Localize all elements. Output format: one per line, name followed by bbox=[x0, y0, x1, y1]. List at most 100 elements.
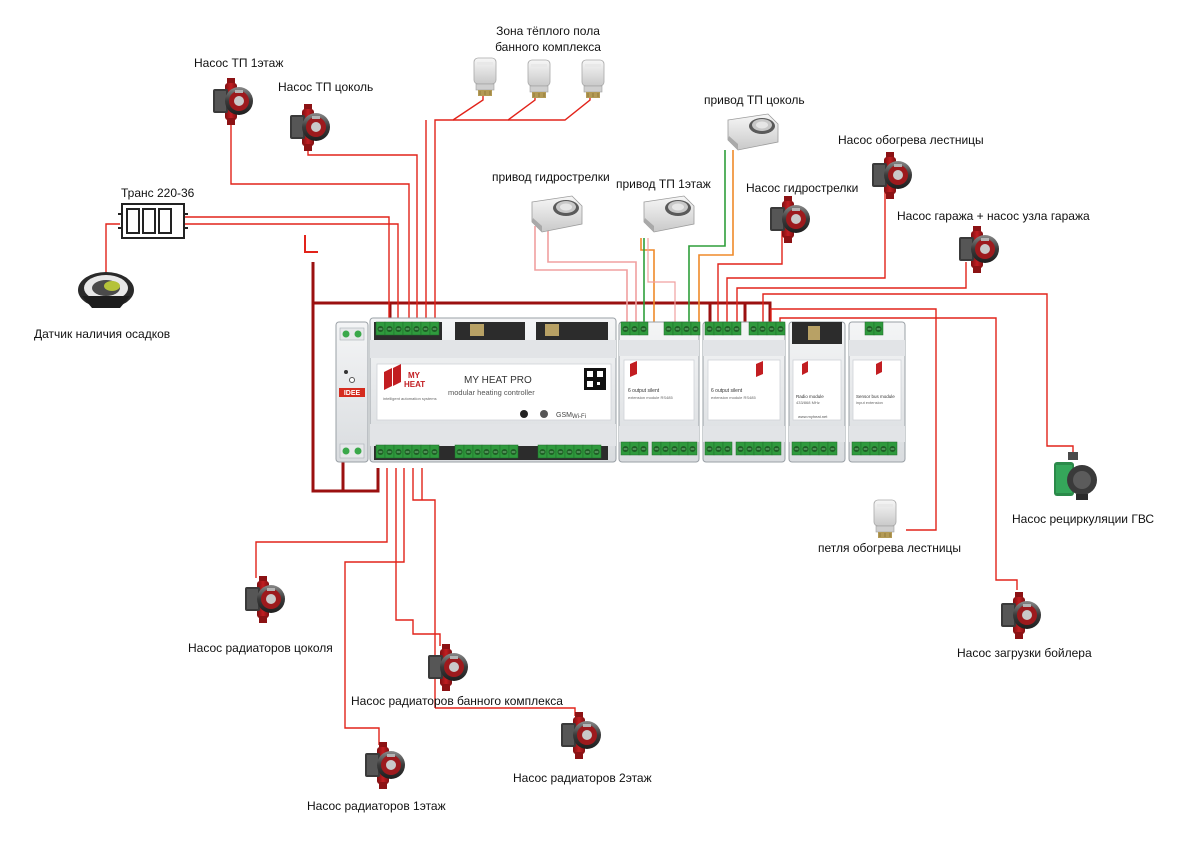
brand-tagline: intelligent automation systems bbox=[383, 396, 437, 401]
terminal-screw[interactable] bbox=[735, 441, 746, 456]
terminal-screw[interactable] bbox=[860, 441, 871, 456]
terminal-screw[interactable] bbox=[775, 321, 786, 336]
controller-assembly: IDEE MY bbox=[335, 317, 906, 463]
relay-module-1 bbox=[618, 321, 700, 463]
label-pump-rad-1floor: Насос радиаторов 1этаж bbox=[307, 799, 446, 813]
terminal-screw[interactable] bbox=[766, 321, 777, 336]
terminal-screw[interactable] bbox=[651, 441, 662, 456]
rain-sensor-icon bbox=[78, 272, 134, 308]
pump-rad-bath-icon bbox=[428, 644, 468, 691]
terminal-screw[interactable] bbox=[555, 444, 566, 459]
terminal-screw[interactable] bbox=[731, 321, 742, 336]
terminal-screw[interactable] bbox=[620, 441, 631, 456]
terminal-screw[interactable] bbox=[722, 441, 733, 456]
terminal-screw[interactable] bbox=[490, 444, 501, 459]
terminal-screw[interactable] bbox=[722, 321, 733, 336]
terminal-screw[interactable] bbox=[564, 444, 575, 459]
terminal-screw[interactable] bbox=[591, 444, 602, 459]
terminal-screw[interactable] bbox=[757, 321, 768, 336]
terminal-screw[interactable] bbox=[499, 444, 510, 459]
terminal-screw[interactable] bbox=[481, 444, 492, 459]
terminal-screw[interactable] bbox=[887, 441, 898, 456]
stairs-loop-actuator-icon bbox=[873, 499, 897, 539]
terminal-screw[interactable] bbox=[393, 444, 404, 459]
terminal-screw[interactable] bbox=[762, 441, 773, 456]
terminal-screw[interactable] bbox=[573, 444, 584, 459]
terminal-screw[interactable] bbox=[402, 444, 413, 459]
gsm-label: GSM bbox=[556, 412, 572, 419]
terminal-screw[interactable] bbox=[620, 321, 631, 336]
label-pump-dhw-recirc: Насос рециркуляции ГВС bbox=[1012, 512, 1155, 526]
pump-tp-basement-icon bbox=[290, 104, 330, 151]
pump-hydro-icon bbox=[770, 196, 810, 243]
pump-boiler-load-icon bbox=[1001, 592, 1041, 639]
terminal-screw[interactable] bbox=[791, 441, 802, 456]
terminal-screw[interactable] bbox=[638, 321, 649, 336]
terminal-screw[interactable] bbox=[375, 444, 386, 459]
radio-sub: 433/868 MHz bbox=[796, 400, 820, 405]
terminal-screw[interactable] bbox=[420, 444, 431, 459]
zone-actuator-icon-1 bbox=[473, 57, 497, 97]
terminal-screw[interactable] bbox=[687, 441, 698, 456]
terminal-screw[interactable] bbox=[800, 441, 811, 456]
label-rain-sensor: Датчик наличия осадков bbox=[34, 327, 171, 341]
terminal-screw[interactable] bbox=[827, 441, 838, 456]
terminal-screw[interactable] bbox=[402, 321, 413, 336]
terminal-screw[interactable] bbox=[669, 441, 680, 456]
zone-actuator-icon-3 bbox=[581, 59, 605, 99]
terminal-screw[interactable] bbox=[809, 441, 820, 456]
terminal-screw[interactable] bbox=[463, 444, 474, 459]
terminal-screw[interactable] bbox=[420, 321, 431, 336]
terminal-screw[interactable] bbox=[429, 444, 440, 459]
label-drive-tp-1floor: привод ТП 1этаж bbox=[616, 177, 711, 191]
terminal-screw[interactable] bbox=[704, 441, 715, 456]
terminal-screw[interactable] bbox=[753, 441, 764, 456]
terminal-screw[interactable] bbox=[869, 441, 880, 456]
terminal-screw[interactable] bbox=[429, 321, 440, 336]
terminal-screw[interactable] bbox=[472, 444, 483, 459]
terminal-screw[interactable] bbox=[681, 321, 692, 336]
terminal-screw[interactable] bbox=[672, 321, 683, 336]
terminal-screw[interactable] bbox=[748, 321, 759, 336]
terminal-screw[interactable] bbox=[660, 441, 671, 456]
terminal-screw[interactable] bbox=[393, 321, 404, 336]
terminal-screw[interactable] bbox=[851, 441, 862, 456]
terminal-screw[interactable] bbox=[629, 321, 640, 336]
terminal-screw[interactable] bbox=[678, 441, 689, 456]
terminal-screw[interactable] bbox=[508, 444, 519, 459]
terminal-screw[interactable] bbox=[873, 321, 884, 336]
label-stairs-loop: петля обогрева лестницы bbox=[818, 541, 962, 555]
terminal-screw[interactable] bbox=[629, 441, 640, 456]
terminal-screw[interactable] bbox=[744, 441, 755, 456]
pump-tp-1floor-icon bbox=[213, 78, 253, 125]
terminal-screw[interactable] bbox=[582, 444, 593, 459]
terminal-screw[interactable] bbox=[771, 441, 782, 456]
terminal-screw[interactable] bbox=[537, 444, 548, 459]
terminal-screw[interactable] bbox=[375, 321, 386, 336]
radio-module bbox=[788, 321, 846, 463]
controller-subtitle: modular heating controller bbox=[448, 388, 535, 397]
zone-actuator-icon-2 bbox=[527, 59, 551, 99]
terminal-screw[interactable] bbox=[878, 441, 889, 456]
terminal-screw[interactable] bbox=[384, 444, 395, 459]
terminal-screw[interactable] bbox=[864, 321, 875, 336]
sensor-title: Sensor bus module bbox=[856, 394, 895, 399]
pump-rad-basement-icon bbox=[245, 576, 285, 623]
label-pump-tp-basement: Насос ТП цоколь bbox=[278, 80, 374, 94]
terminal-screw[interactable] bbox=[690, 321, 701, 336]
terminal-screw[interactable] bbox=[546, 444, 557, 459]
terminal-screw[interactable] bbox=[454, 444, 465, 459]
terminal-screw[interactable] bbox=[384, 321, 395, 336]
terminal-screw[interactable] bbox=[713, 321, 724, 336]
terminal-screw[interactable] bbox=[704, 321, 715, 336]
terminal-screw[interactable] bbox=[713, 441, 724, 456]
relay2-title: 6 output silent bbox=[711, 388, 743, 394]
label-zone-floor-1: Зона тёплого пола bbox=[496, 24, 600, 38]
label-drive-tp-basement: привод ТП цоколь bbox=[704, 93, 805, 107]
terminal-screw[interactable] bbox=[638, 441, 649, 456]
terminal-screw[interactable] bbox=[411, 444, 422, 459]
terminal-screw[interactable] bbox=[663, 321, 674, 336]
terminal-screw[interactable] bbox=[411, 321, 422, 336]
terminal-screw[interactable] bbox=[818, 441, 829, 456]
